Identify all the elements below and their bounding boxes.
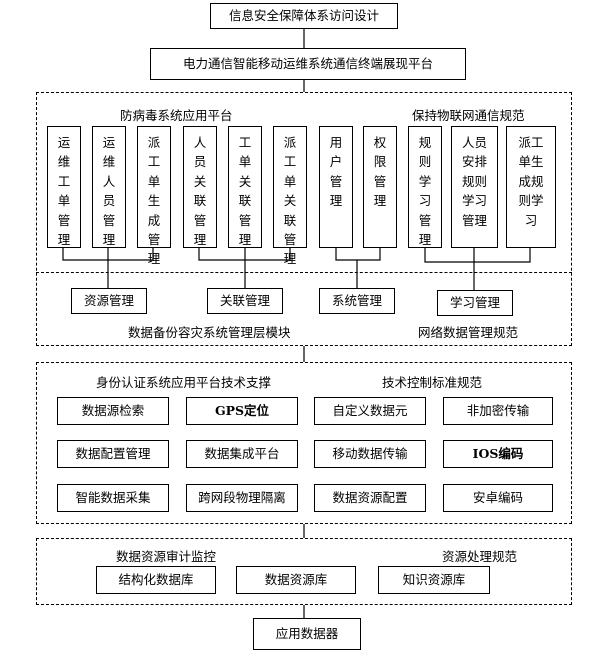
- module-label: 运维人员管理: [102, 135, 116, 247]
- module-box: 人员安排规则学习管理: [451, 126, 498, 248]
- module-box: 人员关联管理: [183, 126, 217, 248]
- tech-item-box: 移动数据传输: [314, 440, 426, 468]
- tech-item-label: 安卓编码: [472, 490, 523, 506]
- tech-item-box: GPS定位: [186, 397, 298, 425]
- tech-item-box: 跨网段物理隔离: [186, 484, 298, 512]
- title-box: 信息安全保障体系访问设计: [210, 3, 398, 29]
- database-box: 结构化数据库: [96, 566, 216, 594]
- tech-item-box: 数据集成平台: [186, 440, 298, 468]
- module-box: 派工单关联管理: [273, 126, 307, 266]
- tech-item-box: 安卓编码: [443, 484, 553, 512]
- module-label: 运维工单管理: [57, 135, 71, 247]
- module-box: 权限管理: [363, 126, 397, 248]
- platform-text: 电力通信智能移动运维系统通信终端展现平台: [182, 56, 433, 72]
- tech-label: 技术控制标准规范: [382, 375, 483, 390]
- tech-item-box: 数据资源配置: [314, 484, 426, 512]
- tech-item-label: 自定义数据元: [332, 403, 408, 419]
- tech-item-label: 数据配置管理: [75, 446, 151, 462]
- tech-item-label: 智能数据采集: [75, 490, 151, 506]
- group-label: 关联管理: [219, 293, 270, 309]
- identity-label: 身份认证系统应用平台技术支撑: [96, 375, 272, 390]
- antivirus-label: 防病毒系统应用平台: [120, 108, 233, 123]
- section3-frame: [36, 538, 572, 605]
- module-box: 用户管理: [319, 126, 353, 248]
- section1-divider: [36, 272, 572, 273]
- module-box: 规则学习管理: [408, 126, 442, 248]
- group-label: 系统管理: [331, 293, 382, 309]
- module-label: 规则学习管理: [418, 135, 432, 247]
- tech-item-box: 非加密传输: [443, 397, 553, 425]
- tech-item-label: 数据资源配置: [332, 490, 408, 506]
- database-box: 知识资源库: [378, 566, 490, 594]
- section1-frame: [36, 92, 572, 346]
- module-box: 派工单生成管理: [137, 126, 171, 266]
- module-box: 工单关联管理: [228, 126, 262, 248]
- group-box-learning: 学习管理: [437, 290, 513, 316]
- database-label: 知识资源库: [402, 572, 466, 588]
- group-box-association: 关联管理: [207, 288, 283, 314]
- tech-item-label: 数据源检索: [81, 403, 145, 419]
- tech-item-box: IOS编码: [443, 440, 553, 468]
- module-label: 派工单生成管理: [147, 135, 161, 267]
- module-label: 人员关联管理: [193, 135, 207, 247]
- database-label: 结构化数据库: [118, 572, 194, 588]
- backup-label: 数据备份容灾系统管理层模块: [128, 325, 291, 340]
- module-label: 权限管理: [373, 135, 387, 209]
- tech-item-label: IOS编码: [472, 446, 524, 462]
- tech-item-box: 数据配置管理: [57, 440, 169, 468]
- tech-item-box: 自定义数据元: [314, 397, 426, 425]
- tech-item-label: GPS定位: [214, 403, 270, 419]
- module-box: 运维人员管理: [92, 126, 126, 248]
- title-text: 信息安全保障体系访问设计: [228, 8, 379, 24]
- module-box: 派工单生成规则学习: [506, 126, 556, 248]
- tech-item-box: 数据源检索: [57, 397, 169, 425]
- platform-box: 电力通信智能移动运维系统通信终端展现平台: [150, 48, 466, 80]
- module-label: 用户管理: [329, 135, 343, 209]
- group-box-resource: 资源管理: [71, 288, 147, 314]
- tech-item-label: 非加密传输: [466, 403, 530, 419]
- database-box: 数据资源库: [236, 566, 356, 594]
- tech-item-label: 数据集成平台: [204, 446, 280, 462]
- group-label: 资源管理: [83, 293, 134, 309]
- tech-item-box: 智能数据采集: [57, 484, 169, 512]
- network-label: 网络数据管理规范: [418, 325, 519, 340]
- audit-label: 数据资源审计监控: [116, 549, 217, 564]
- module-box: 运维工单管理: [47, 126, 81, 248]
- app-database-box: 应用数据器: [253, 618, 361, 650]
- process-label: 资源处理规范: [442, 549, 518, 564]
- group-box-system: 系统管理: [319, 288, 395, 314]
- module-label: 派工单生成规则学习: [518, 135, 544, 228]
- app-database-label: 应用数据器: [275, 626, 339, 642]
- module-label: 工单关联管理: [238, 135, 252, 247]
- section2-frame: [36, 362, 572, 524]
- module-label: 派工单关联管理: [283, 135, 297, 267]
- group-label: 学习管理: [449, 295, 500, 311]
- iot-label: 保持物联网通信规范: [412, 108, 525, 123]
- database-label: 数据资源库: [264, 572, 328, 588]
- tech-item-label: 移动数据传输: [332, 446, 408, 462]
- tech-item-label: 跨网段物理隔离: [198, 490, 286, 506]
- module-label: 人员安排规则学习管理: [461, 135, 487, 228]
